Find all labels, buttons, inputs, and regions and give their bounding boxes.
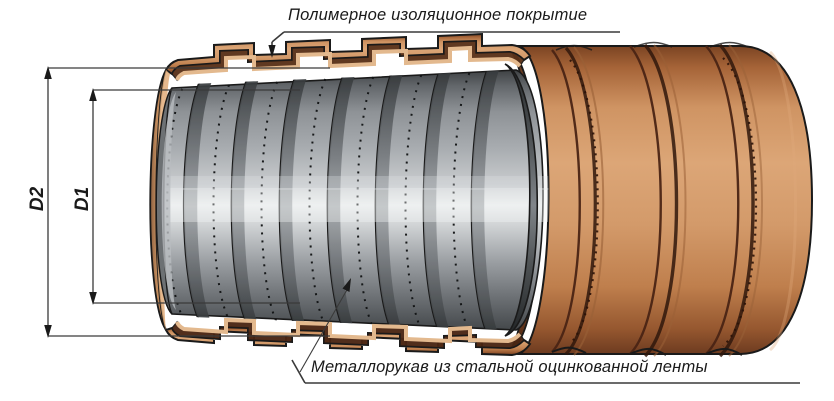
steel-inner-tube [153,63,549,337]
leader-arrow-icon [268,45,276,58]
dimension-arrow-icon [44,66,52,79]
polymer-coating-cutaway [149,32,532,357]
coated-section [507,41,814,358]
callout-leaders [268,31,800,384]
dimension-arrow-icon [44,325,52,338]
callout-label-polymer-coating: Полимерное изоляционное покрытие [288,6,588,24]
dimension-annotations [44,66,330,338]
dimension-label-d1: D1 [72,186,93,212]
dimension-arrow-icon [89,292,97,305]
callout-label-metal-conduit: Металлорукав из стальной оцинкованной ле… [311,358,708,376]
dimension-arrow-icon [89,88,97,101]
leader-arrow-icon [342,278,351,292]
dimension-label-d2: D2 [27,186,48,212]
